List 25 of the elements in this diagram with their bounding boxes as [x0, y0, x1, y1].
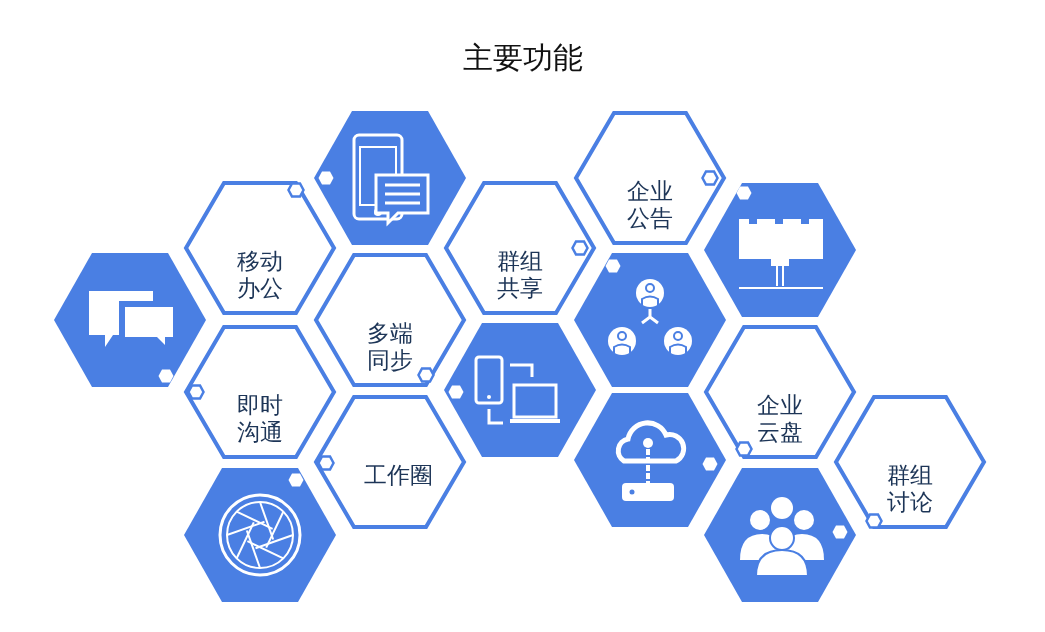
feature-label: 即时沟通: [236, 392, 284, 446]
icon-hexagon: [574, 253, 726, 387]
feature-hexagon: [314, 395, 466, 529]
icon-hexagon: [184, 468, 336, 602]
icon-hexagon: [444, 323, 596, 457]
feature-hexagon: [704, 325, 856, 459]
feature-hexagon: [314, 253, 466, 387]
feature-hexagon: [184, 325, 336, 459]
icon-hexagon: [704, 183, 856, 317]
feature-label: 企业云盘: [756, 392, 804, 446]
feature-label: 企业公告: [626, 178, 674, 232]
feature-label: 群组共享: [496, 248, 544, 302]
feature-hexagon: [184, 181, 336, 315]
icon-hexagon: [314, 111, 466, 245]
feature-hexagon: [444, 181, 596, 315]
feature-label: 多端同步: [366, 320, 414, 374]
feature-label: 群组讨论: [886, 462, 934, 516]
feature-hexagon: [834, 395, 986, 529]
icon-hexagon: [704, 468, 856, 602]
feature-hexagon: [574, 111, 726, 245]
icon-hexagon: [574, 393, 726, 527]
feature-label: 移动办公: [236, 248, 284, 302]
feature-label: 工作圈: [362, 462, 434, 489]
icon-hexagon: [54, 253, 206, 387]
title: 主要功能: [462, 40, 583, 75]
